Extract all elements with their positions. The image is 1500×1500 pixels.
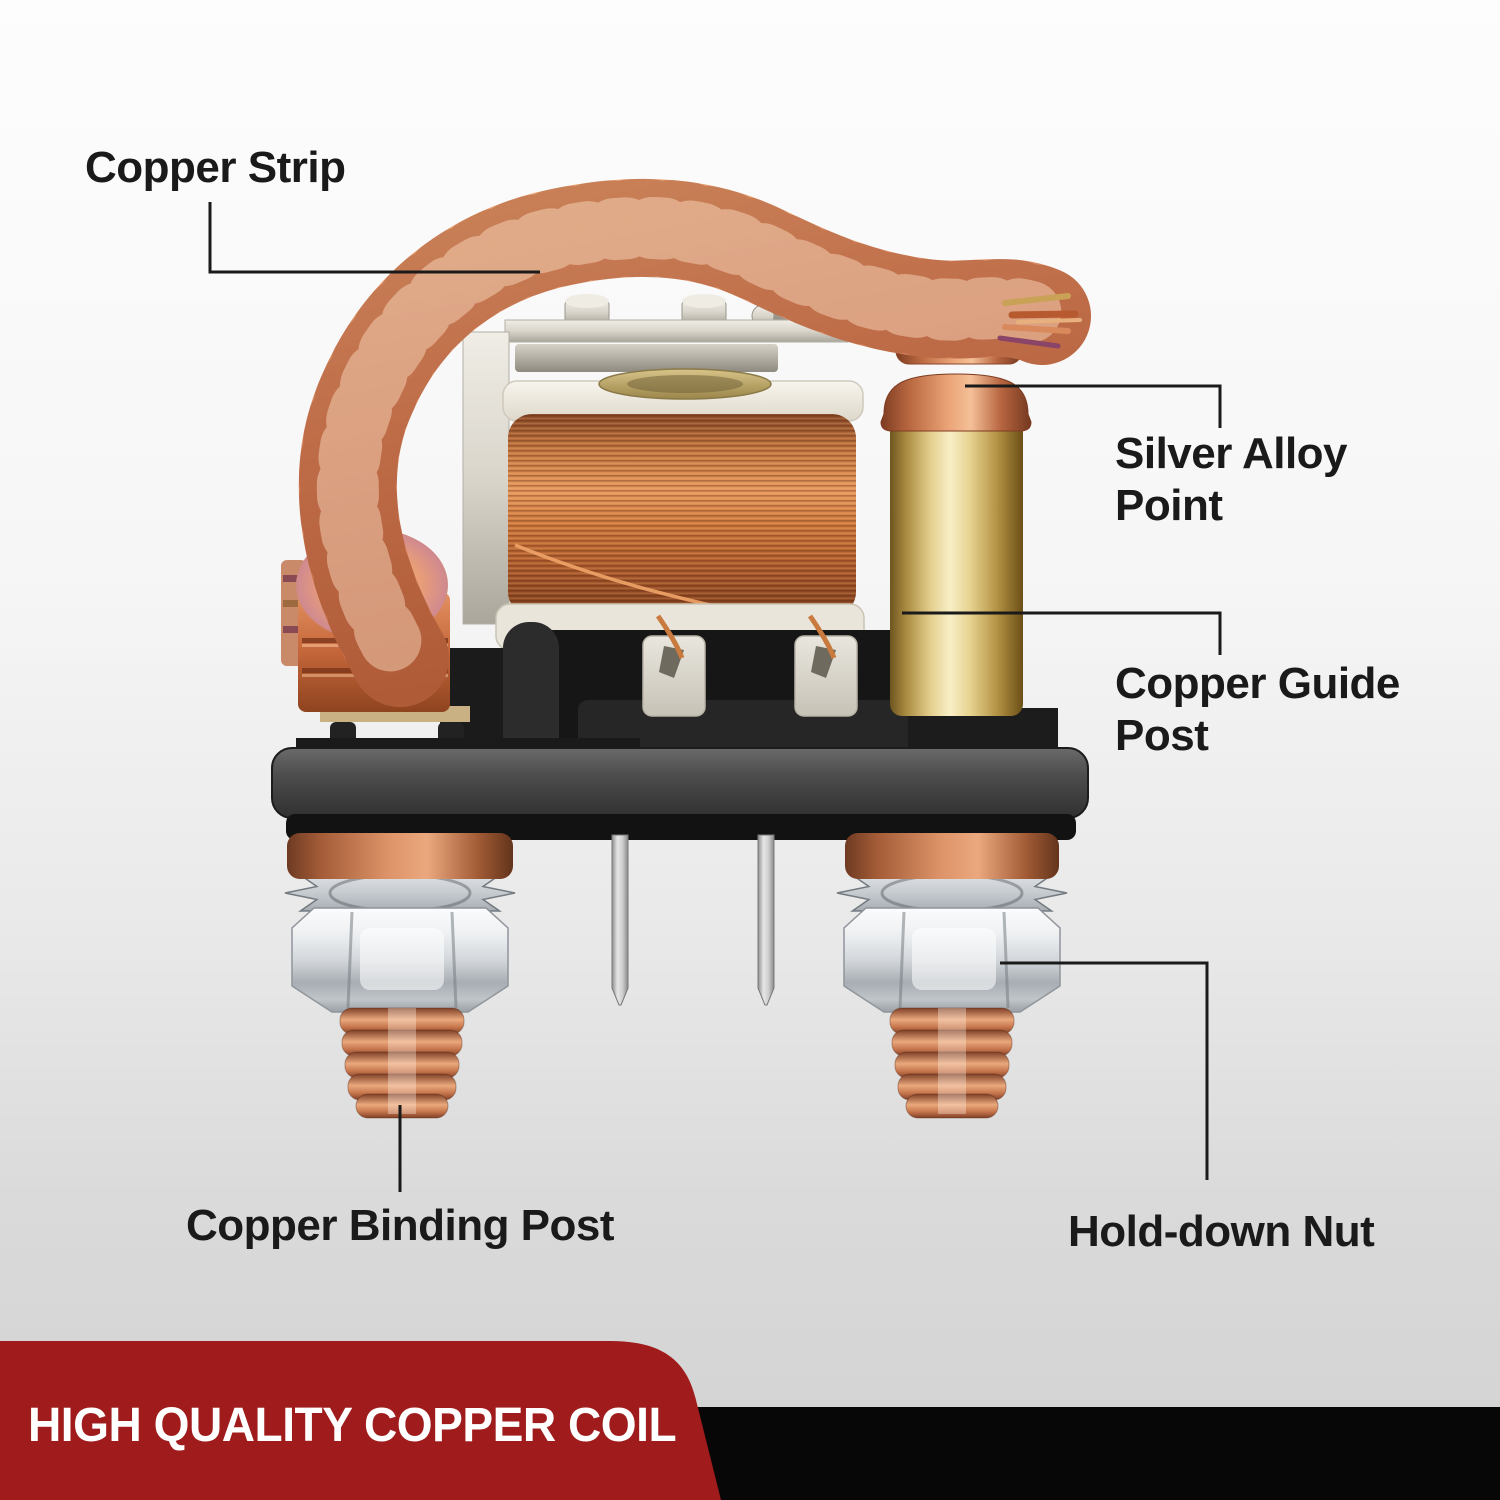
copper-braid: [298, 178, 1091, 707]
banner-shadow-bar: [650, 1407, 1500, 1500]
leader-copper-strip: [208, 202, 540, 274]
binding-post-collar-right: [845, 833, 1059, 879]
callout-copper-guide-post: Copper Guide Post: [1115, 658, 1400, 762]
hex-nut-left: [291, 907, 509, 1013]
callout-silver-alloy-point-line2: Point: [1115, 481, 1223, 530]
binding-post-collar-left: [287, 833, 513, 879]
callout-silver-alloy-point-line1: Silver Alloy: [1115, 429, 1348, 478]
callout-copper-binding-post: Copper Binding Post: [185, 1201, 615, 1250]
callout-copper-guide-post-line1: Copper Guide: [1115, 659, 1400, 708]
copper-guide-post: [890, 408, 1023, 716]
callout-copper-guide-post-line2: Post: [1115, 711, 1209, 760]
steel-bracket: [504, 294, 849, 372]
braid-frayed-end: [997, 293, 1082, 349]
hex-nut-right: [843, 907, 1061, 1013]
leader-hold-down-nut: [1000, 961, 1209, 1180]
steel-strap: [462, 331, 580, 634]
callout-hold-down-nut: Hold-down Nut: [1068, 1207, 1375, 1256]
banner-title: HIGH QUALITY COPPER COIL: [28, 1399, 677, 1452]
callout-silver-alloy-point: Silver Alloy Point: [1115, 428, 1348, 532]
callout-copper-strip: Copper Strip: [85, 143, 346, 192]
silver-alloy-cap: [880, 373, 1032, 432]
copper-coil-winding: [508, 414, 856, 642]
coil-bobbin: [502, 368, 864, 422]
leader-copper-guide-post: [902, 611, 1222, 655]
relay-pin-left: [611, 834, 629, 1006]
banner-ribbon: [0, 1341, 721, 1500]
leader-silver-alloy-point: [965, 384, 1222, 428]
relay-pin-right: [757, 834, 775, 1006]
threaded-stud-left: [339, 1007, 465, 1119]
contact-prongs: [642, 614, 858, 717]
threaded-stud-right: [889, 1007, 1015, 1119]
